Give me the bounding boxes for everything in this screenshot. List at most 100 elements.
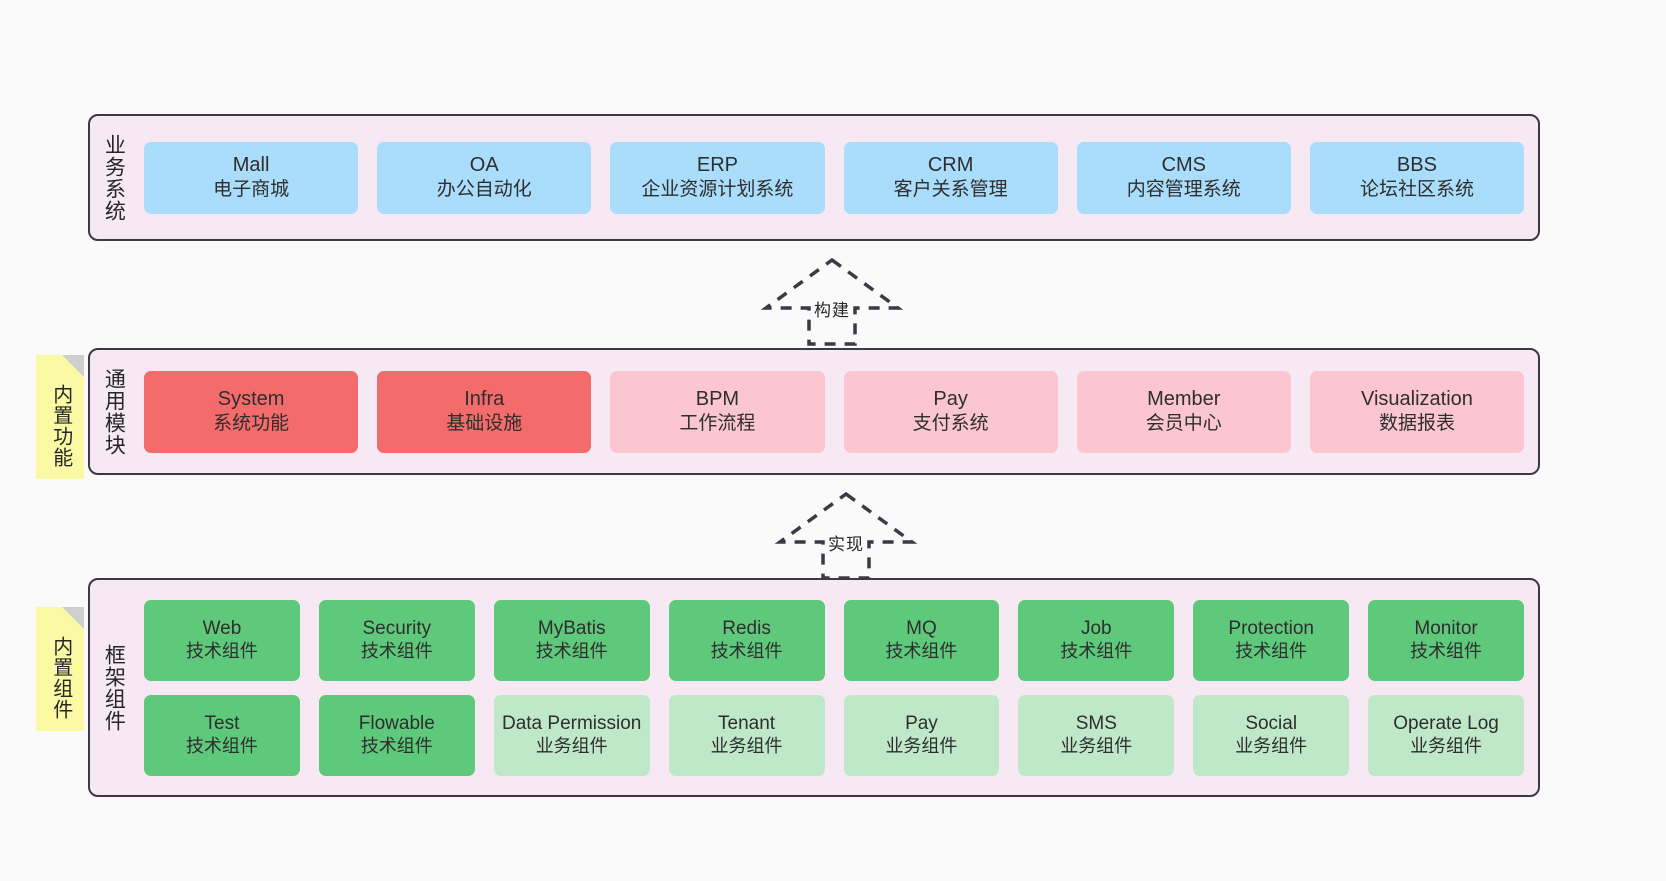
note-text: 内置组件 <box>49 636 72 720</box>
card-title: CMS <box>1161 153 1206 176</box>
card-subtitle: 基础设施 <box>446 413 523 435</box>
card-title: Tenant <box>718 713 776 735</box>
card-subtitle: 业务组件 <box>1060 735 1133 756</box>
card-title: Pay <box>933 387 968 410</box>
card-subtitle: 技术组件 <box>1410 640 1483 661</box>
card-tenant[interactable]: Tenant 业务组件 <box>668 694 825 776</box>
card-subtitle: 内容管理系统 <box>1126 179 1241 201</box>
card-flowable[interactable]: Flowable 技术组件 <box>318 694 475 776</box>
card-pay-biz[interactable]: Pay 业务组件 <box>843 694 1000 776</box>
card-subtitle: 电子商城 <box>213 179 290 201</box>
card-web[interactable]: Web 技术组件 <box>144 599 300 681</box>
card-title: Test <box>204 713 240 735</box>
layer-label-common: 通用模块 <box>102 367 126 456</box>
card-infra[interactable]: Infra 基础设施 <box>377 370 592 453</box>
card-mall[interactable]: Mall 电子商城 <box>144 141 359 214</box>
note-text: 内置功能 <box>49 384 72 468</box>
arrow-implement-label: 实现 <box>828 535 864 554</box>
layer-body-business: Mall 电子商城 OA 办公自动化 ERP 企业资源计划系统 CRM 客户关系… <box>136 116 1538 239</box>
card-subtitle: 系统功能 <box>213 413 290 435</box>
card-operate-log[interactable]: Operate Log 业务组件 <box>1368 694 1524 776</box>
card-subtitle: 业务组件 <box>1235 735 1308 756</box>
card-title: MyBatis <box>537 618 606 640</box>
card-subtitle: 支付系统 <box>912 413 989 435</box>
card-subtitle: 工作流程 <box>679 413 756 435</box>
card-social[interactable]: Social 业务组件 <box>1193 694 1350 776</box>
card-subtitle: 业务组件 <box>885 735 958 756</box>
card-title: Redis <box>722 618 771 640</box>
note-fold-icon <box>62 355 84 377</box>
card-subtitle: 技术组件 <box>1060 640 1133 661</box>
framework-cards-row-1: Web 技术组件 Security 技术组件 MyBatis 技术组件 Redi… <box>144 599 1524 681</box>
card-title: Protection <box>1228 618 1314 640</box>
layer-label-framework: 框架组件 <box>102 643 126 732</box>
card-data-permission[interactable]: Data Permission 业务组件 <box>493 694 650 776</box>
card-subtitle: 数据报表 <box>1378 413 1455 435</box>
common-cards-row: System 系统功能 Infra 基础设施 BPM 工作流程 Pay 支付系统… <box>144 370 1525 453</box>
card-subtitle: 技术组件 <box>185 640 258 661</box>
card-redis[interactable]: Redis 技术组件 <box>668 599 825 681</box>
card-title: Visualization <box>1360 387 1473 410</box>
card-subtitle: 客户关系管理 <box>893 179 1008 201</box>
business-cards-row: Mall 电子商城 OA 办公自动化 ERP 企业资源计划系统 CRM 客户关系… <box>144 141 1525 214</box>
arrow-implement: 实现 <box>766 491 926 580</box>
card-title: Social <box>1245 713 1298 735</box>
card-subtitle: 论坛社区系统 <box>1359 179 1474 201</box>
card-title: SMS <box>1075 713 1117 735</box>
card-crm[interactable]: CRM 客户关系管理 <box>843 141 1058 214</box>
card-title: Security <box>362 618 432 640</box>
card-pay[interactable]: Pay 支付系统 <box>843 370 1058 453</box>
card-title: Pay <box>905 713 938 735</box>
card-test[interactable]: Test 技术组件 <box>144 694 300 776</box>
framework-cards-row-2: Test 技术组件 Flowable 技术组件 Data Permission … <box>144 694 1524 776</box>
card-title: ERP <box>696 153 738 176</box>
card-system[interactable]: System 系统功能 <box>144 370 359 453</box>
card-title: OA <box>469 153 499 176</box>
card-title: BBS <box>1396 153 1437 176</box>
sticky-note-builtin-components: 内置组件 <box>36 607 84 731</box>
layer-framework-components: 框架组件 Web 技术组件 Security 技术组件 MyBatis 技术组件… <box>88 578 1540 797</box>
card-mq[interactable]: MQ 技术组件 <box>843 599 1000 681</box>
card-cms[interactable]: CMS 内容管理系统 <box>1076 141 1291 214</box>
card-security[interactable]: Security 技术组件 <box>318 599 475 681</box>
card-title: Operate Log <box>1393 713 1499 735</box>
arrow-build: 构建 <box>752 257 912 346</box>
note-fold-icon <box>62 607 84 629</box>
card-subtitle: 业务组件 <box>1410 735 1483 756</box>
card-monitor[interactable]: Monitor 技术组件 <box>1368 599 1524 681</box>
card-title: Flowable <box>358 713 435 735</box>
card-bpm[interactable]: BPM 工作流程 <box>610 370 825 453</box>
card-subtitle: 技术组件 <box>885 640 958 661</box>
sticky-note-builtin-features: 内置功能 <box>36 355 84 479</box>
card-bbs[interactable]: BBS 论坛社区系统 <box>1309 141 1525 214</box>
card-subtitle: 办公自动化 <box>436 179 532 201</box>
card-subtitle: 技术组件 <box>360 735 433 756</box>
card-subtitle: 业务组件 <box>535 735 608 756</box>
layer-body-common: System 系统功能 Infra 基础设施 BPM 工作流程 Pay 支付系统… <box>136 350 1538 473</box>
card-sms[interactable]: SMS 业务组件 <box>1018 694 1175 776</box>
card-subtitle: 企业资源计划系统 <box>641 179 794 201</box>
card-erp[interactable]: ERP 企业资源计划系统 <box>610 141 825 214</box>
card-title: Infra <box>464 387 505 410</box>
card-member[interactable]: Member 会员中心 <box>1076 370 1291 453</box>
card-title: CRM <box>927 153 974 176</box>
arrow-build-label: 构建 <box>814 301 850 320</box>
card-title: Mall <box>232 153 270 176</box>
card-title: Monitor <box>1414 618 1478 640</box>
card-job[interactable]: Job 技术组件 <box>1018 599 1175 681</box>
card-title: Data Permission <box>501 713 642 735</box>
card-title: Member <box>1147 387 1221 410</box>
card-mybatis[interactable]: MyBatis 技术组件 <box>493 599 650 681</box>
card-visualization[interactable]: Visualization 数据报表 <box>1309 370 1525 453</box>
layer-business-systems: 业务系统 Mall 电子商城 OA 办公自动化 ERP 企业资源计划系统 CRM… <box>88 114 1540 241</box>
layer-common-modules: 通用模块 System 系统功能 Infra 基础设施 BPM 工作流程 Pay… <box>88 348 1540 475</box>
card-title: Web <box>202 618 242 640</box>
arrow-build-shape <box>760 257 904 346</box>
card-oa[interactable]: OA 办公自动化 <box>377 141 592 214</box>
card-title: Job <box>1080 618 1112 640</box>
layer-body-framework: Web 技术组件 Security 技术组件 MyBatis 技术组件 Redi… <box>136 580 1538 795</box>
card-title: System <box>217 387 285 410</box>
card-protection[interactable]: Protection 技术组件 <box>1193 599 1350 681</box>
card-title: BPM <box>695 387 740 410</box>
